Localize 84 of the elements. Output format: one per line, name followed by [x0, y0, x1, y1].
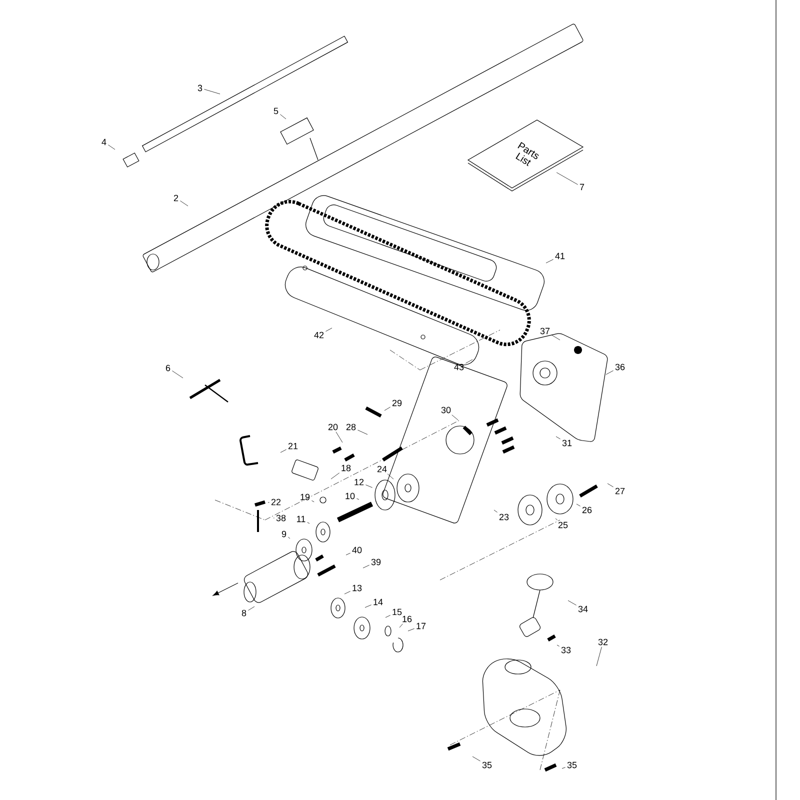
- callout-number: 43: [454, 364, 464, 370]
- callout-number: 16: [402, 616, 412, 622]
- leader-line: [466, 359, 473, 364]
- callout-number: 8: [242, 610, 246, 616]
- callout-number: 14: [374, 598, 383, 606]
- callout-number: 6: [166, 364, 170, 372]
- leader-line: [399, 624, 403, 628]
- callout-number: 7: [580, 184, 584, 190]
- callout-number: 13: [352, 584, 362, 592]
- callout-number: 36: [615, 364, 625, 370]
- leader-line: [607, 483, 614, 488]
- leader-line: [288, 536, 290, 539]
- callout-number: 37: [540, 328, 550, 334]
- callout-number: 35: [482, 762, 492, 768]
- leader-line: [556, 172, 578, 185]
- callout-number: 26: [582, 506, 592, 514]
- leader-line: [576, 504, 580, 506]
- callout-number: 35: [567, 762, 577, 768]
- callout-number: 17: [416, 622, 426, 630]
- leader-line: [336, 432, 343, 443]
- leader-line: [556, 436, 560, 440]
- callout-number: 24: [377, 466, 387, 472]
- leader-line: [385, 615, 390, 618]
- callout-number: 25: [558, 522, 568, 528]
- leader-line: [180, 200, 188, 206]
- leader-line: [452, 414, 458, 420]
- leader-line: [384, 406, 390, 411]
- leader-line: [280, 449, 286, 453]
- leader-line: [606, 370, 614, 375]
- callout-number: 2: [174, 194, 178, 202]
- leader-line: [366, 484, 372, 488]
- leader-line: [562, 767, 566, 769]
- leader-line: [108, 144, 116, 150]
- callout-number: 42: [314, 332, 324, 338]
- callout-number: 38: [276, 514, 286, 522]
- callout-number: 28: [346, 424, 356, 430]
- callout-number: 5: [274, 108, 278, 114]
- leader-line: [387, 474, 394, 480]
- leader-line: [568, 600, 576, 606]
- leader-line: [596, 646, 602, 666]
- leader-line: [552, 334, 560, 340]
- callout-number: 9: [282, 530, 286, 538]
- callout-number: 20: [328, 424, 338, 430]
- leader-line: [204, 89, 220, 94]
- leader-line: [494, 510, 498, 513]
- leader-line: [356, 498, 360, 500]
- callout-number: 30: [441, 406, 451, 414]
- callout-number: 11: [297, 516, 306, 522]
- leader-line: [172, 370, 184, 378]
- callout-number: 18: [342, 464, 351, 472]
- callout-number: 19: [300, 494, 310, 500]
- leader-line: [280, 114, 286, 120]
- leader-line: [555, 518, 558, 520]
- leader-line: [358, 430, 368, 435]
- leader-line: [330, 472, 340, 480]
- leader-line: [346, 552, 350, 556]
- leader-line: [556, 644, 560, 646]
- leader-line: [472, 756, 480, 762]
- leader-line: [546, 259, 554, 264]
- callout-number: 10: [346, 492, 355, 500]
- callout-number: 39: [371, 558, 381, 566]
- callout-number: 15: [392, 608, 402, 616]
- callout-number: 23: [499, 514, 509, 520]
- callout-number: 27: [615, 488, 625, 494]
- callout-number: 21: [288, 442, 298, 450]
- callout-number: 40: [352, 546, 362, 554]
- callout-number: 34: [578, 606, 588, 612]
- callout-number: 31: [562, 440, 572, 446]
- leader-line: [326, 328, 332, 332]
- callout-number: 3: [198, 84, 202, 92]
- leader-line: [408, 628, 414, 632]
- leader-line: [362, 564, 370, 568]
- callout-number: 22: [271, 498, 281, 506]
- leader-line: [248, 606, 255, 611]
- leader-line: [364, 604, 372, 608]
- callout-number: 12: [354, 478, 364, 486]
- callout-number: 4: [102, 138, 106, 146]
- callout-number: 32: [598, 638, 608, 646]
- callout-number: 29: [392, 400, 402, 406]
- leader-line: [307, 522, 310, 524]
- callout-number: 33: [561, 646, 571, 654]
- leader-line: [344, 591, 350, 594]
- callout-number: 41: [555, 252, 565, 260]
- leader-line: [312, 500, 314, 502]
